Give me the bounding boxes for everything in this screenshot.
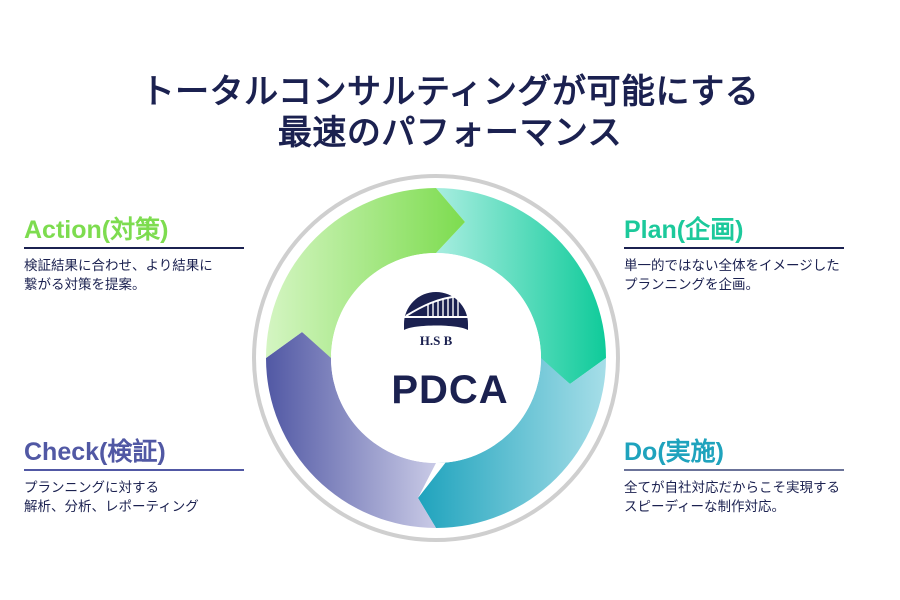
stage-do-divider xyxy=(624,469,844,471)
stage-do-line: 全てが自社対応だからこそ実現する xyxy=(624,480,840,496)
stage-check: Check(検証) プランニングに対する 解析、分析、レポーティング xyxy=(24,437,254,517)
stage-action-heading: Action(対策) xyxy=(24,216,169,244)
stage-plan-line: プランニングを企画。 xyxy=(624,277,759,293)
stage-check-description: プランニングに対する 解析、分析、レポーティング xyxy=(24,479,254,517)
stage-action: Action(対策) 検証結果に合わせ、より結果に 繋がる対策を提案。 xyxy=(24,215,254,295)
pdca-cycle-diagram xyxy=(252,174,620,542)
page-title-line1: トータルコンサルティングが可能にする xyxy=(140,72,760,112)
check-arrow-segment xyxy=(266,332,436,528)
stage-do-heading: Do(実施) xyxy=(624,438,724,466)
stage-plan-description: 単一的ではない全体をイメージした プランニングを企画。 xyxy=(624,257,854,295)
stage-check-heading: Check(検証) xyxy=(24,438,166,466)
do-arrow-segment xyxy=(418,358,606,528)
center-circle xyxy=(331,253,541,463)
stage-do-description: 全てが自社対応だからこそ実現する スピーディーな制作対応。 xyxy=(624,479,854,517)
hsb-bridge-logo-icon: H.S B xyxy=(404,292,468,348)
stage-check-divider xyxy=(24,469,244,471)
stage-check-line: 解析、分析、レポーティング xyxy=(24,499,199,515)
page-title-line2: 最速のパフォーマンス xyxy=(277,113,623,153)
stage-plan-divider xyxy=(624,247,844,249)
action-arrow-segment xyxy=(266,188,465,358)
outer-ring xyxy=(252,174,620,542)
stage-action-line: 検証結果に合わせ、より結果に xyxy=(24,258,213,274)
stage-action-line: 繋がる対策を提案。 xyxy=(24,277,146,293)
logo-text: H.S B xyxy=(420,333,453,348)
stage-plan-line: 単一的ではない全体をイメージした xyxy=(624,258,840,274)
stage-check-line: プランニングに対する xyxy=(24,480,159,496)
stage-plan-heading: Plan(企画) xyxy=(624,216,744,244)
stage-do: Do(実施) 全てが自社対応だからこそ実現する スピーディーな制作対応。 xyxy=(624,437,854,517)
stage-action-description: 検証結果に合わせ、より結果に 繋がる対策を提案。 xyxy=(24,257,254,295)
stage-plan: Plan(企画) 単一的ではない全体をイメージした プランニングを企画。 xyxy=(624,215,854,295)
stage-action-divider xyxy=(24,247,244,249)
pdca-center-label: PDCA xyxy=(391,368,509,412)
plan-arrow-segment xyxy=(436,188,606,384)
stage-do-line: スピーディーな制作対応。 xyxy=(624,499,786,515)
